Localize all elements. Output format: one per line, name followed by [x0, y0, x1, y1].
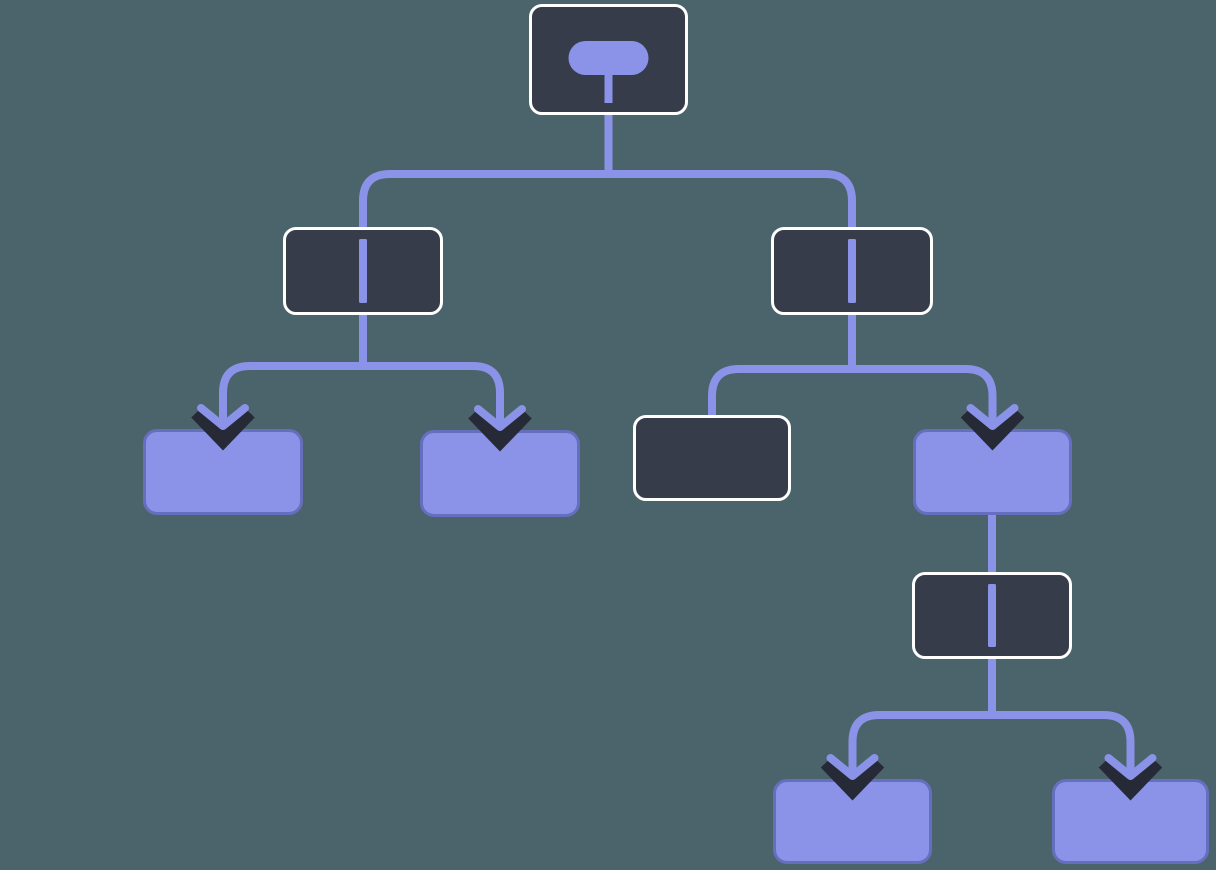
node-leaf-2[interactable]: [420, 430, 580, 517]
node-leaf-4[interactable]: [773, 779, 932, 864]
node-node-plain[interactable]: [633, 415, 791, 501]
node-leaf-1[interactable]: [143, 429, 303, 515]
node-root[interactable]: [529, 4, 688, 115]
node-branch-right[interactable]: [771, 227, 933, 315]
node-leaf-5[interactable]: [1052, 779, 1209, 864]
node-leaf-3[interactable]: [913, 429, 1072, 515]
node-branch-lower[interactable]: [912, 572, 1072, 659]
node-branch-left[interactable]: [283, 227, 443, 315]
